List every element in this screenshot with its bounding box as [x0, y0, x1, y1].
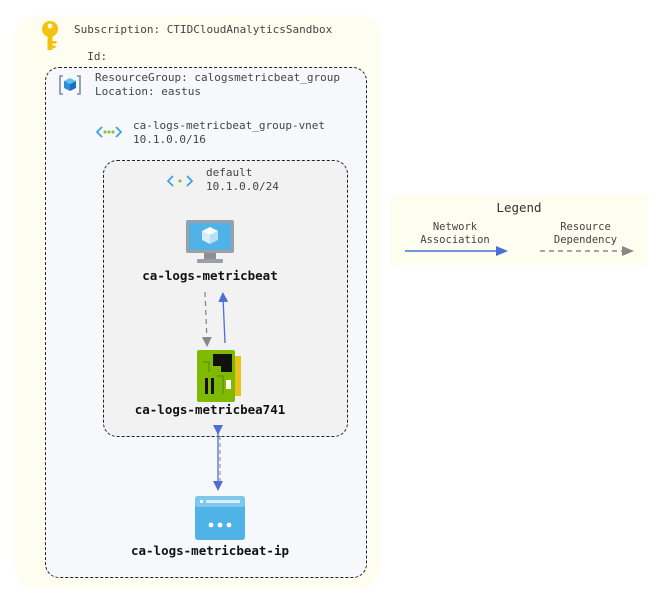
subnet-name: default	[206, 166, 253, 179]
subnet-cidr: 10.1.0.0/24	[206, 180, 279, 193]
vnet-icon	[96, 126, 122, 138]
legend-title: Legend	[496, 200, 542, 215]
resource-group-icon	[59, 75, 81, 95]
resource-group-location: Location: eastus	[95, 85, 201, 98]
network-interface-icon	[197, 350, 241, 402]
public-ip-icon	[195, 496, 245, 540]
edge-nic-vm-association	[218, 292, 229, 344]
legend: Legend Network Association Resource Depe…	[390, 195, 648, 265]
legend-swatches	[405, 246, 634, 256]
key-icon	[42, 21, 58, 50]
legend-network-association-label: Network Association	[420, 221, 490, 246]
vm-label: ca-logs-metricbeat	[142, 268, 278, 283]
subscription-name: Subscription: CTIDCloudAnalyticsSandbox	[74, 23, 333, 36]
nic-label: ca-logs-metricbea741	[134, 402, 286, 417]
resource-group-name: ResourceGroup: calogsmetricbeat_group	[95, 71, 341, 84]
pip-label: ca-logs-metricbeat-ip	[130, 543, 290, 558]
subscription-id-label: Id:	[87, 50, 108, 63]
vnet-cidr: 10.1.0.0/16	[133, 133, 206, 146]
virtual-machine-icon	[186, 220, 234, 263]
subnet-icon	[167, 175, 193, 187]
vnet-name: ca-logs-metricbeat_group-vnet	[133, 119, 326, 132]
legend-resource-dependency-label: Resource Dependency	[553, 221, 618, 246]
edge-vm-nic-dependency	[201, 291, 212, 347]
